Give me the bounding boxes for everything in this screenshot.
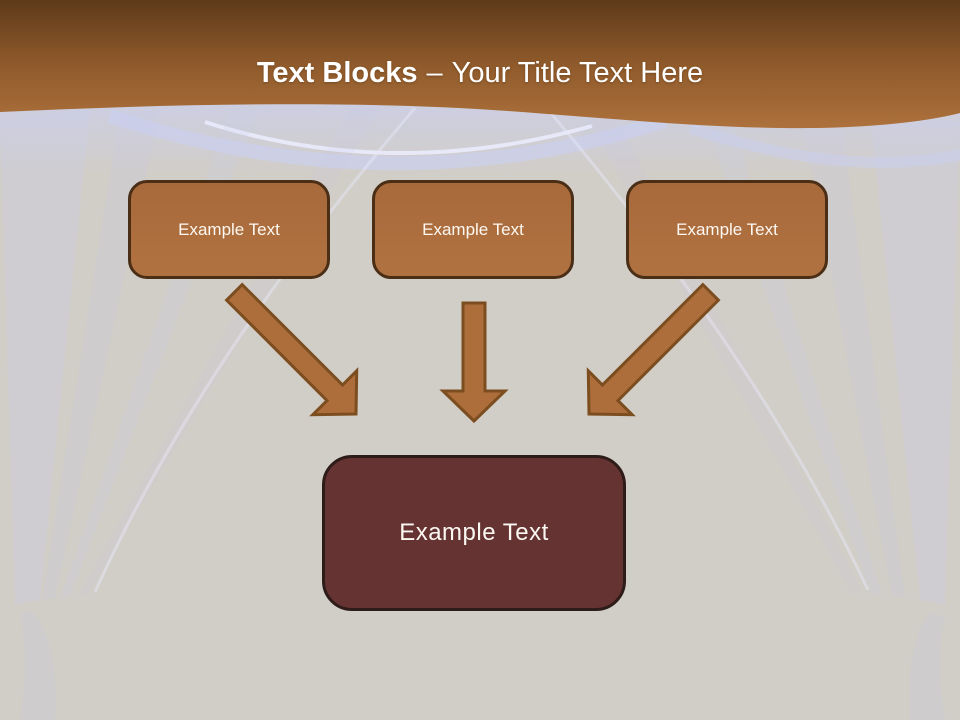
top-box-3[interactable]: Example Text [626, 180, 828, 279]
top-box-1[interactable]: Example Text [128, 180, 330, 279]
slide-title: Text Blocks–Your Title Text Here [0, 56, 960, 90]
valance-arc-left [107, 109, 668, 171]
bottom-box[interactable]: Example Text [322, 455, 626, 611]
valance-arc-right [688, 122, 960, 168]
top-box-1-label: Example Text [178, 219, 280, 239]
top-box-2-label: Example Text [422, 219, 524, 239]
title-regular-text: Your Title Text Here [451, 57, 704, 89]
title-bold-text: Text Blocks [256, 57, 418, 89]
top-box-3-label: Example Text [676, 219, 778, 239]
valance-glow [0, 103, 960, 175]
valance-arc-highlight [204, 120, 593, 155]
top-box-2[interactable]: Example Text [372, 180, 574, 279]
title-separator: – [426, 57, 443, 89]
header-wave-shape [0, 0, 960, 129]
header-band [0, 0, 960, 129]
bottom-box-label: Example Text [399, 519, 549, 546]
